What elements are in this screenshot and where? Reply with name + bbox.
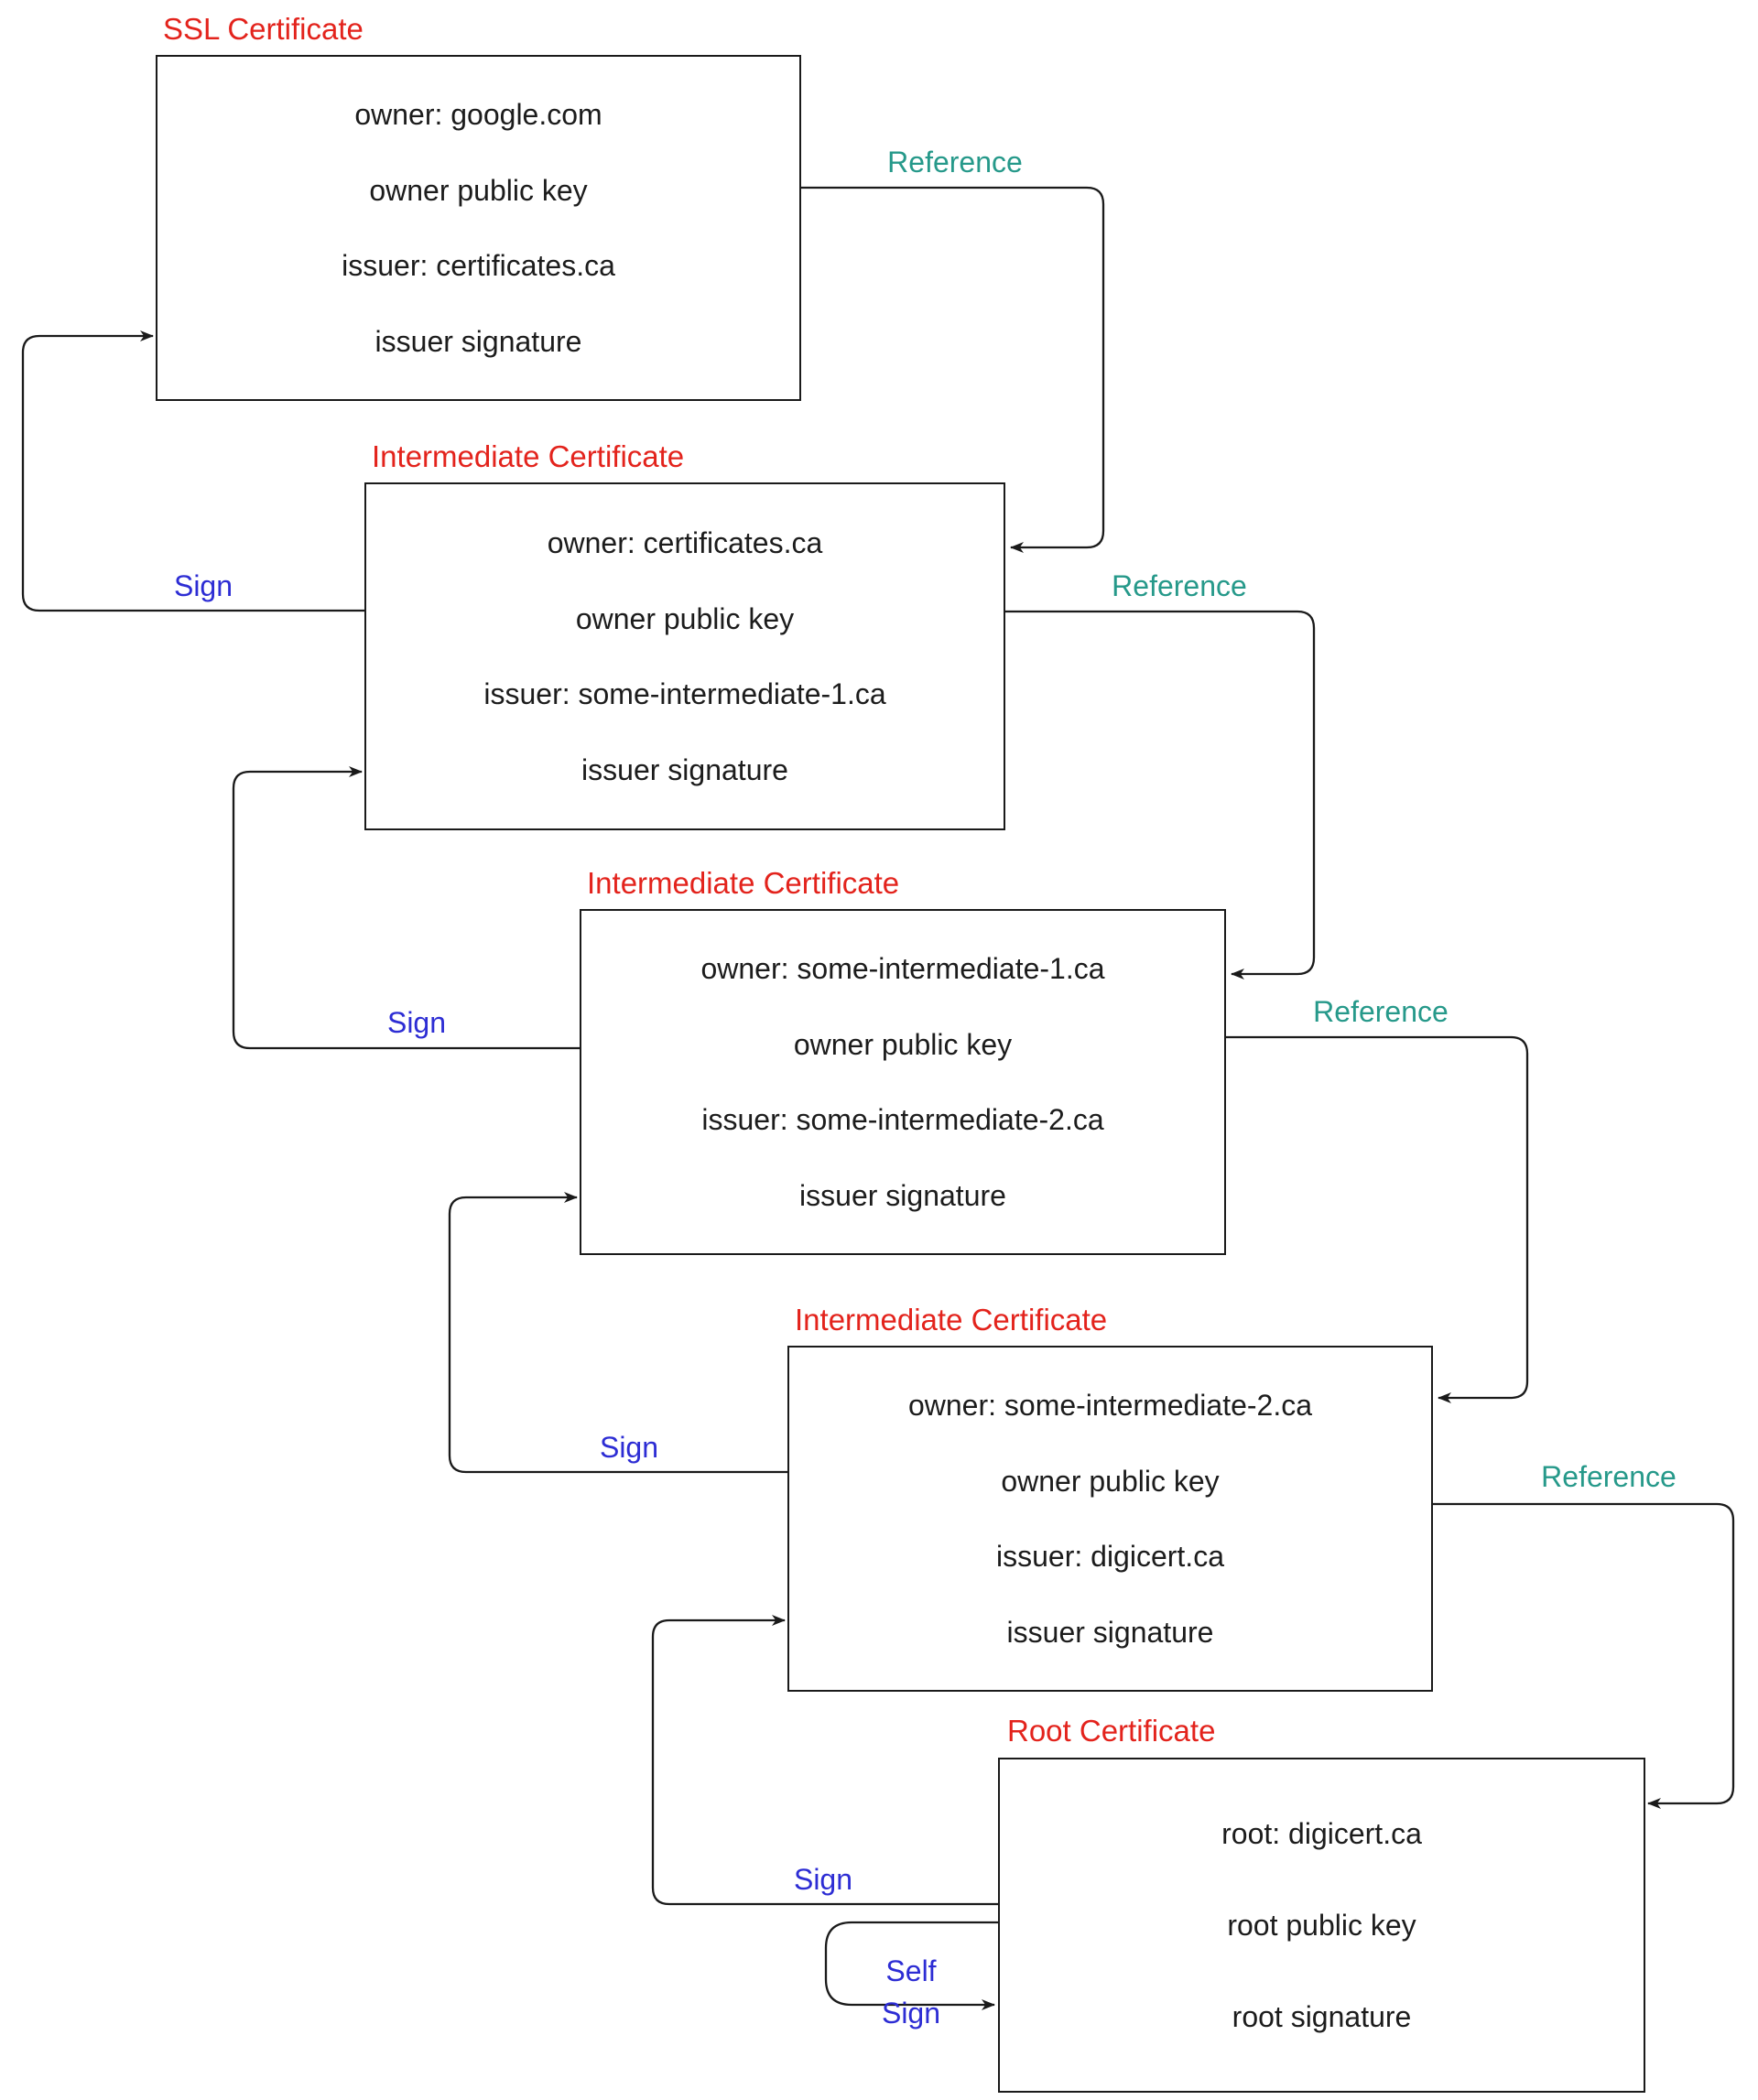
sign-edge-2 — [232, 766, 580, 1050]
cert-field-root-signature: root signature — [1232, 2000, 1412, 2033]
sign-edge-1 — [21, 330, 364, 612]
intermediate-certificate-3-title: Intermediate Certificate — [795, 1303, 1108, 1337]
cert-field-issuer: issuer: some-intermediate-2.ca — [701, 1103, 1104, 1137]
intermediate-certificate-2-box: owner: some-intermediate-1.ca owner publ… — [580, 909, 1226, 1255]
cert-field-owner: owner: certificates.ca — [547, 525, 823, 559]
reference-label-3: Reference — [1313, 995, 1449, 1028]
cert-field-signature: issuer signature — [1006, 1615, 1214, 1649]
root-certificate-box: root: digicert.ca root public key root s… — [998, 1758, 1645, 2093]
sign-edge-3 — [448, 1192, 787, 1474]
cert-field-owner: owner: some-intermediate-1.ca — [700, 952, 1105, 986]
cert-field-issuer: issuer: some-intermediate-1.ca — [483, 677, 886, 711]
cert-field-signature: issuer signature — [581, 753, 788, 787]
cert-field-owner: owner: google.com — [354, 98, 602, 132]
reference-label-2: Reference — [1112, 569, 1247, 602]
cert-field-issuer: issuer: certificates.ca — [342, 249, 615, 283]
intermediate-certificate-3-box: owner: some-intermediate-2.ca owner publ… — [787, 1346, 1433, 1692]
self-sign-label-line-2: Sign — [881, 1997, 941, 2030]
root-certificate-title: Root Certificate — [1007, 1714, 1216, 1748]
self-sign-label-line-1: Self — [885, 1954, 937, 1987]
ssl-certificate-title: SSL Certificate — [163, 12, 364, 46]
reference-label-1: Reference — [887, 146, 1023, 179]
ssl-certificate-box: owner: google.com owner public key issue… — [156, 55, 801, 401]
cert-field-public-key: owner public key — [793, 1027, 1013, 1061]
self-sign-edge — [824, 1921, 998, 2010]
cert-field-signature: issuer signature — [799, 1178, 1006, 1212]
cert-field-root-public-key: root public key — [1227, 1909, 1416, 1942]
cert-field-signature: issuer signature — [374, 324, 582, 358]
sign-label-1: Sign — [173, 569, 233, 602]
sign-label-2: Sign — [386, 1006, 447, 1039]
reference-edge-1 — [801, 186, 1105, 553]
cert-field-issuer: issuer: digicert.ca — [996, 1540, 1224, 1574]
reference-edge-2 — [1005, 610, 1316, 980]
cert-field-root: root: digicert.ca — [1221, 1817, 1422, 1850]
cert-field-public-key: owner public key — [1001, 1464, 1220, 1498]
intermediate-certificate-2-title: Intermediate Certificate — [587, 866, 900, 900]
intermediate-certificate-1-title: Intermediate Certificate — [372, 439, 685, 473]
sign-label-4: Sign — [793, 1863, 853, 1896]
cert-field-owner: owner: some-intermediate-2.ca — [907, 1389, 1313, 1423]
self-sign-label: Self Sign — [882, 1950, 940, 2034]
sign-edge-4 — [651, 1615, 998, 1906]
reference-edge-3 — [1226, 1035, 1529, 1403]
reference-edge-4 — [1433, 1502, 1735, 1809]
reference-label-4: Reference — [1541, 1460, 1677, 1493]
cert-field-public-key: owner public key — [369, 173, 588, 207]
sign-label-3: Sign — [599, 1431, 659, 1464]
intermediate-certificate-1-box: owner: certificates.ca owner public key … — [364, 482, 1005, 830]
cert-field-public-key: owner public key — [575, 601, 795, 635]
